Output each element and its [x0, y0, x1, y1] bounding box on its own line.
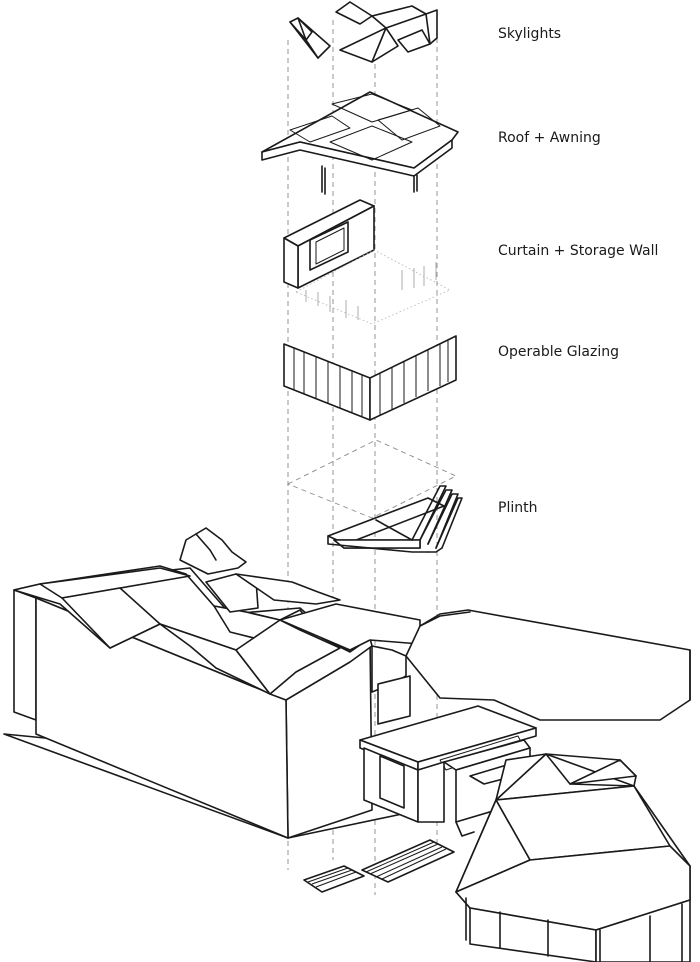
rear-neighbouring-building: [405, 609, 691, 721]
roof-awning-component: [261, 91, 459, 195]
label-plinth: Plinth: [498, 500, 538, 516]
label-skylights: Skylights: [498, 26, 562, 42]
curtain-storage-wall-component: [283, 199, 451, 325]
skylights-component: [289, 1, 438, 63]
existing-house-massing: [3, 527, 441, 839]
label-curtain-storage-wall: Curtain + Storage Wall: [498, 243, 659, 259]
front-steps: [303, 839, 455, 893]
label-operable-glazing: Operable Glazing: [498, 344, 620, 360]
label-roof-awning: Roof + Awning: [498, 130, 601, 146]
operable-glazing-component: [283, 335, 457, 421]
front-right-house: [455, 753, 691, 962]
plinth-component: [286, 439, 463, 553]
